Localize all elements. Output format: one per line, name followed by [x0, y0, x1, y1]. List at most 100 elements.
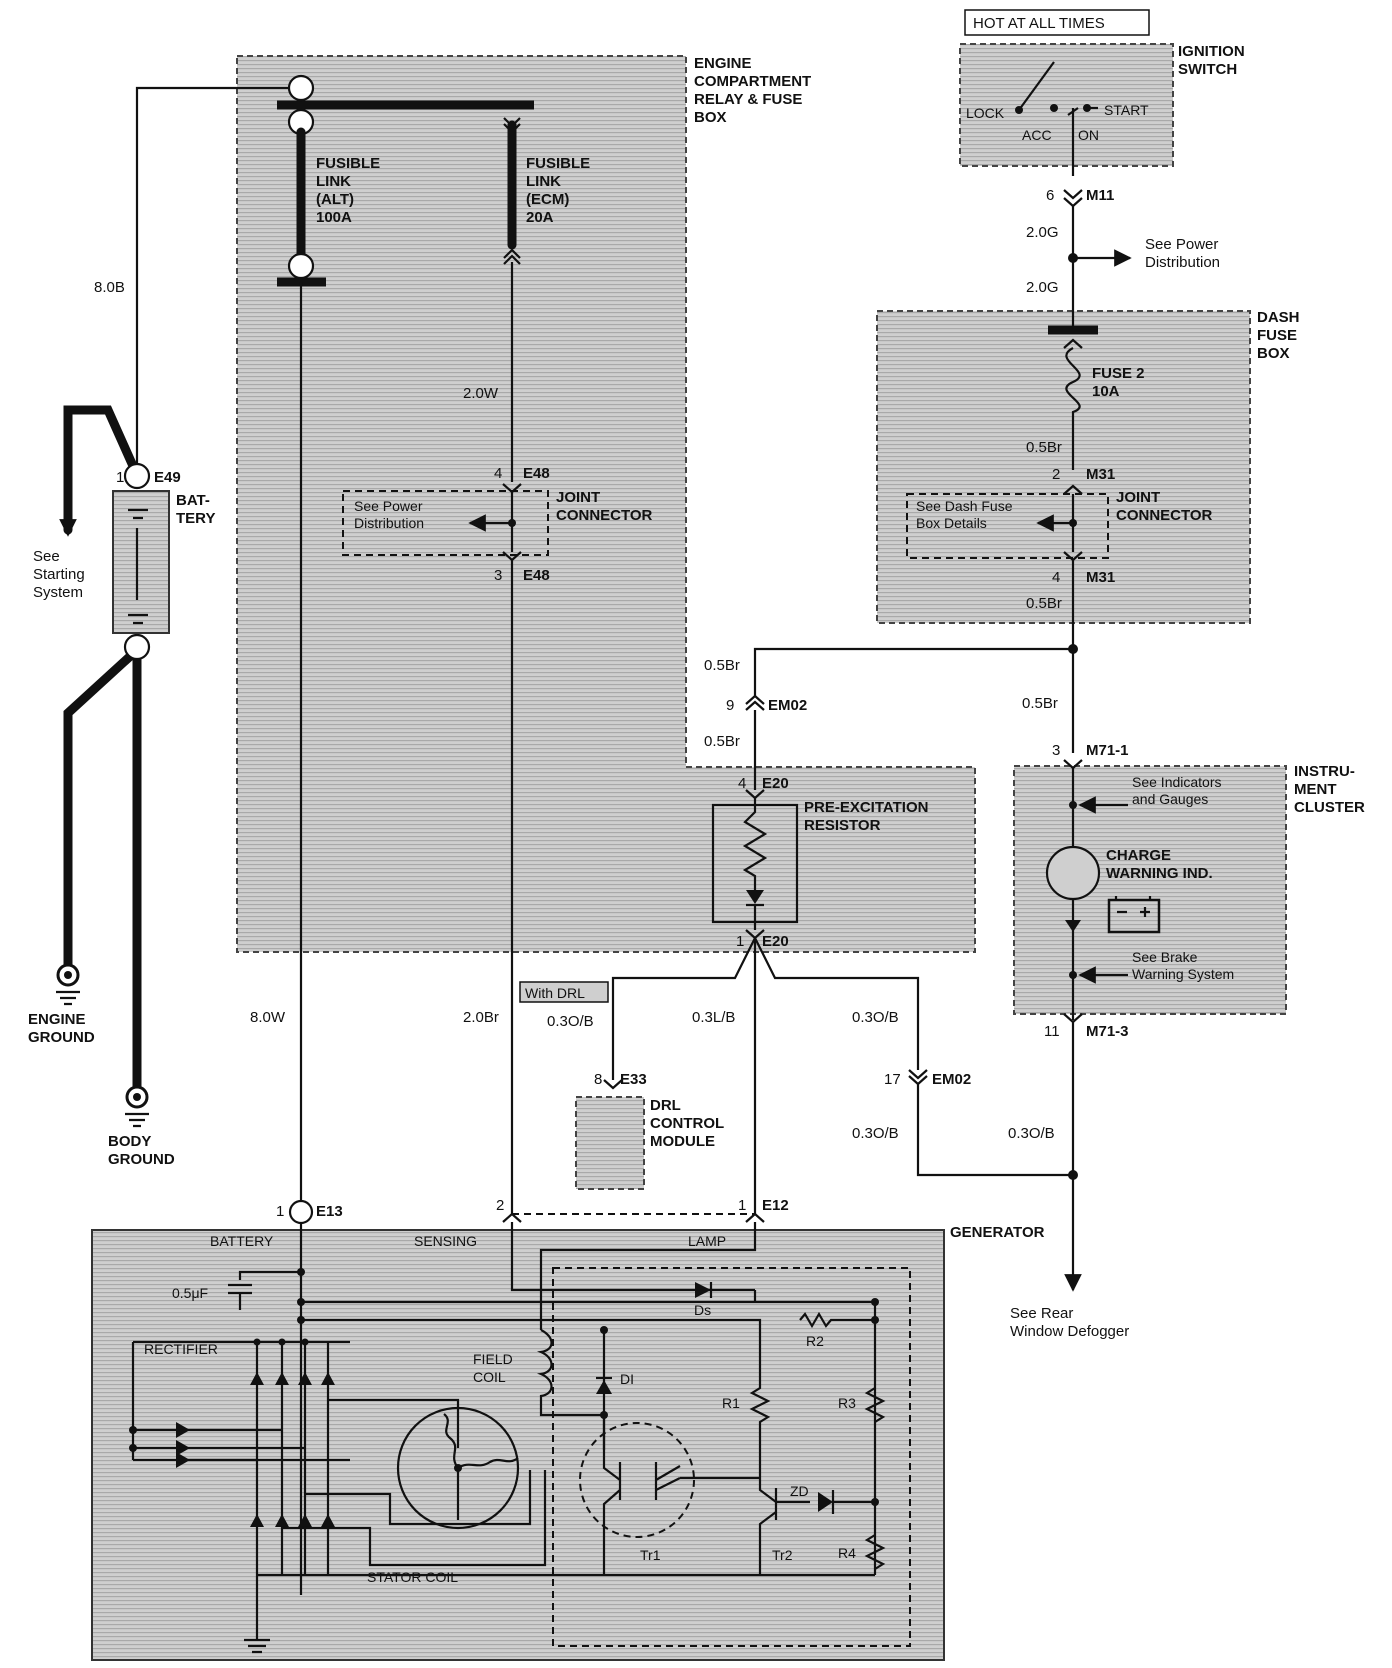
- gen-r4: R4: [838, 1545, 856, 1561]
- engine-box-title-2: COMPARTMENT: [694, 73, 811, 90]
- ignition-switch-blade: [1018, 61, 1055, 111]
- engine-ground-1: ENGINE: [28, 1011, 86, 1028]
- em02-conn-bot: [908, 1069, 928, 1086]
- gen-rectifier-label: RECTIFIER: [144, 1341, 218, 1357]
- dash-fuse-title-2: FUSE: [1257, 327, 1297, 344]
- m71-3-pin: 11: [1044, 1023, 1060, 1040]
- fl-alt-2: LINK: [316, 173, 351, 190]
- ignition-switch-box: [959, 43, 1174, 167]
- e13-pin: 1: [276, 1203, 284, 1220]
- sensing-internal: [510, 1222, 757, 1302]
- ign-lock-contact: [1015, 106, 1023, 114]
- r3: [864, 1387, 886, 1423]
- w-20w: 2.0W: [463, 385, 499, 402]
- stator-center: [454, 1464, 462, 1472]
- m71-1-pin: 3: [1052, 742, 1060, 759]
- lamp-internal: [539, 1222, 757, 1330]
- rectifier-diodes-row2: [250, 1514, 335, 1527]
- em02-top-conn: EM02: [768, 697, 807, 714]
- battery-indicator-icon: [1107, 896, 1161, 934]
- power-dist-1: See Power: [1145, 236, 1218, 253]
- e20-top-pin: 4: [738, 775, 746, 792]
- tr1-transistors: [602, 1450, 760, 1575]
- see-ind-2: and Gauges: [1132, 791, 1208, 807]
- w-05br-em02-top: 0.5Br: [704, 657, 740, 674]
- dash-joint-1: JOINT: [1116, 489, 1160, 506]
- gen-r2: R2: [806, 1333, 824, 1349]
- r2-node: [871, 1316, 879, 1324]
- battery-pin: 1: [116, 469, 124, 486]
- fl-ecm-1: FUSIBLE: [526, 155, 590, 172]
- rear-defogger-1: See Rear: [1010, 1305, 1073, 1322]
- resistor-diode: [746, 890, 764, 904]
- gen-sensing-label: SENSING: [414, 1233, 477, 1249]
- w-20g-b: 2.0G: [1026, 279, 1059, 296]
- dash-fuse-title-1: DASH: [1257, 309, 1300, 326]
- fuse2-2: 10A: [1092, 383, 1120, 400]
- gen-stator-label: STATOR COIL: [367, 1569, 458, 1585]
- stator-links: [282, 1398, 547, 1567]
- wire-03ob-drl: [611, 937, 756, 1080]
- fuse2-conn: [1063, 338, 1083, 349]
- w-20g-a: 2.0G: [1026, 224, 1059, 241]
- e48-top-pin: 4: [494, 465, 502, 482]
- tr2-transistor: [758, 1480, 810, 1575]
- m11-conn: [1063, 189, 1083, 208]
- joint-m31: [906, 493, 1109, 559]
- fl-alt-4: 100A: [316, 209, 352, 226]
- with-drl: With DRL: [525, 985, 585, 1001]
- w-05br-em02-bot: 0.5Br: [704, 733, 740, 750]
- dash-joint-2: CONNECTOR: [1116, 507, 1213, 524]
- e33-pin: 8: [594, 1071, 602, 1088]
- sensing-conn: [502, 1212, 522, 1223]
- battery-title-2: TERY: [176, 510, 215, 527]
- engine-box-title-4: BOX: [694, 109, 727, 126]
- tr1-circle: [579, 1422, 695, 1538]
- e33-conn: [603, 1079, 623, 1090]
- gen-ground-lead: [244, 1575, 270, 1654]
- gen-tr2: Tr2: [772, 1547, 793, 1563]
- battery-pos-cable: [63, 405, 142, 535]
- lamp-pin: 1: [738, 1197, 746, 1214]
- zd-diode: [818, 1492, 833, 1512]
- wire-03ob-bottom: [916, 1084, 1073, 1177]
- w-05br-m31: 0.5Br: [1026, 595, 1062, 612]
- engine-ground-2: GROUND: [28, 1029, 95, 1046]
- bus-terminal-top: [287, 74, 315, 102]
- r4: [864, 1534, 886, 1570]
- power-dist-2: Distribution: [1145, 254, 1220, 271]
- joint-left-see-1: See Power: [354, 498, 423, 514]
- resistor-diode-bar: [746, 903, 764, 930]
- engine-ground-icon: [56, 963, 80, 1006]
- rect-node-1: [253, 1338, 261, 1346]
- w-03ob-c: 0.3O/B: [1008, 1125, 1055, 1142]
- fl-alt-1: FUSIBLE: [316, 155, 380, 172]
- body-ground-2: GROUND: [108, 1151, 175, 1168]
- gen-bus-2: [301, 1318, 762, 1378]
- wire-03ob-cluster: [754, 937, 920, 1070]
- stator-windings: [443, 1413, 519, 1520]
- field-coil: [536, 1329, 606, 1450]
- ign-lock: LOCK: [966, 105, 1005, 121]
- cluster-title-1: INSTRU-: [1294, 763, 1355, 780]
- lamp-conn: [745, 1212, 765, 1223]
- brake-2: Warning System: [1132, 966, 1234, 982]
- cluster-node-top: [1069, 801, 1077, 809]
- e48-bot-pin: 3: [494, 567, 502, 584]
- di-node-bot: [600, 1411, 608, 1419]
- battery-body: [112, 490, 170, 634]
- fl-ecm-conn-bot: [503, 248, 521, 265]
- m11-pin: 6: [1046, 187, 1054, 204]
- drl-title-3: MODULE: [650, 1133, 715, 1150]
- joint-e48-left: [342, 490, 549, 556]
- sense-pin: 2: [496, 1197, 504, 1214]
- gen-ds: Ds: [694, 1302, 711, 1318]
- r1: [749, 1378, 771, 1480]
- charge-1: CHARGE: [1106, 847, 1171, 864]
- with-drl-tag: [519, 981, 609, 1003]
- m31-conn-top: [1063, 484, 1083, 495]
- fuse2-1: FUSE 2: [1092, 365, 1145, 382]
- ignition-switch-title-2: SWITCH: [1178, 61, 1237, 78]
- gen-zd: ZD: [790, 1483, 809, 1499]
- joint-left-title-2: CONNECTOR: [556, 507, 653, 524]
